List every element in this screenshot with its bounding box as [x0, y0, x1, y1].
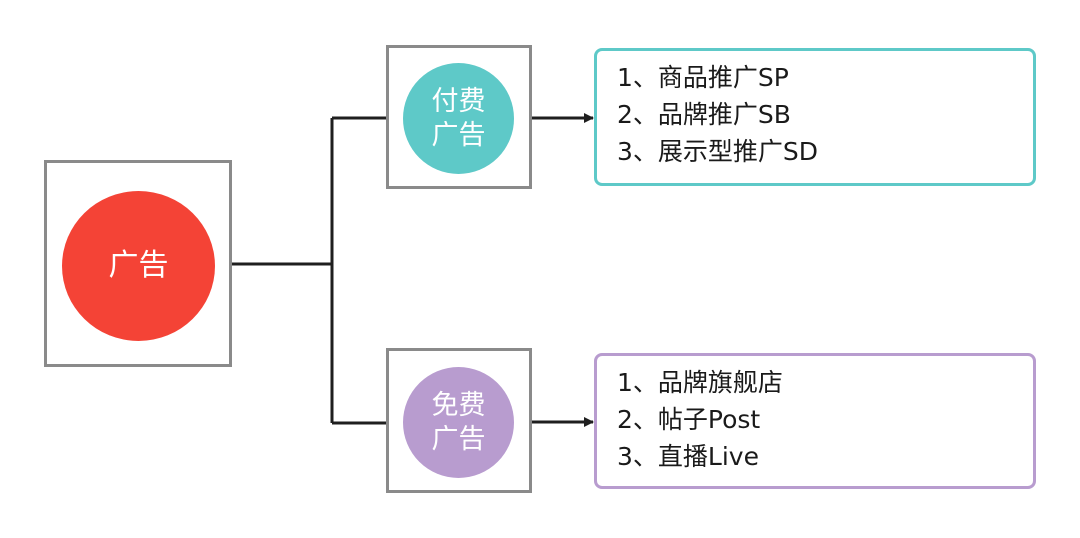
paid-node-circle: 付费 广告 — [403, 63, 514, 174]
list-item: 2、帖子Post — [617, 405, 761, 434]
root-node-label: 广告 — [108, 248, 169, 284]
list-item: 2、品牌推广SB — [617, 100, 791, 129]
paid-items-list: 1、商品推广SP 2、品牌推广SB 3、展示型推广SD — [594, 48, 1036, 186]
list-item: 1、商品推广SP — [617, 63, 789, 92]
list-item: 1、品牌旗舰店 — [617, 368, 783, 397]
free-node-label-line1: 免费 — [431, 389, 486, 421]
free-node-circle: 免费 广告 — [403, 367, 514, 478]
root-node-circle: 广告 — [62, 191, 215, 341]
list-item: 3、展示型推广SD — [617, 137, 819, 166]
paid-node-label-line1: 付费 — [431, 85, 486, 117]
free-node-label-line2: 广告 — [431, 423, 486, 455]
paid-node-label-line2: 广告 — [431, 119, 486, 151]
free-items-list: 1、品牌旗舰店 2、帖子Post 3、直播Live — [594, 353, 1036, 489]
list-item: 3、直播Live — [617, 442, 759, 471]
